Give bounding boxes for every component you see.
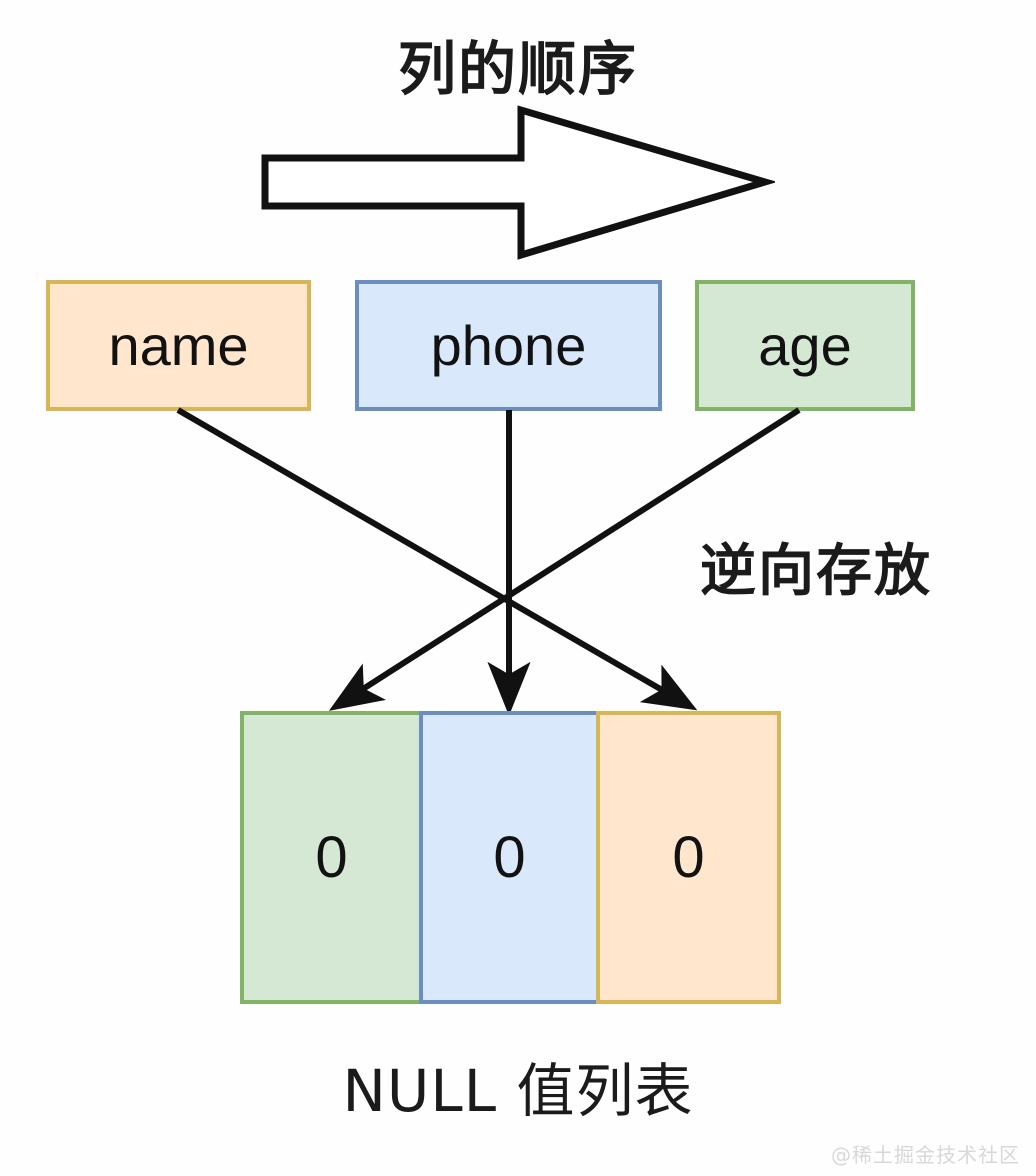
null-bit-cell-3[interactable]: 0 <box>596 711 781 1004</box>
null-bit-value-1: 0 <box>315 825 348 890</box>
page-title: 列的顺序 <box>397 35 638 103</box>
column-box-name[interactable]: name <box>46 280 311 411</box>
null-bit-value-3: 0 <box>672 825 705 890</box>
block-arrow-icon <box>261 105 778 260</box>
column-box-phone-label: phone <box>430 314 587 377</box>
mapping-arrow-age <box>328 407 801 711</box>
null-list-caption: NULL 值列表 <box>342 1057 694 1125</box>
mapping-arrow-name <box>176 407 698 711</box>
column-box-age-label: age <box>758 314 852 377</box>
mapping-arrows-svg <box>176 407 801 716</box>
null-bit-cell-2[interactable]: 0 <box>419 711 600 1004</box>
reverse-storage-note: 逆向存放 <box>700 539 932 604</box>
mapping-arrows-group <box>0 400 1036 730</box>
watermark: @稀土掘金技术社区 <box>831 1143 1020 1167</box>
column-box-age[interactable]: age <box>695 280 915 411</box>
column-order-arrow <box>255 100 778 265</box>
null-bitmap-row: 0 0 0 <box>240 711 781 1004</box>
column-box-phone[interactable]: phone <box>355 280 662 411</box>
column-box-name-label: name <box>108 314 249 377</box>
null-bit-cell-1[interactable]: 0 <box>240 711 423 1004</box>
null-bit-value-2: 0 <box>493 825 526 890</box>
